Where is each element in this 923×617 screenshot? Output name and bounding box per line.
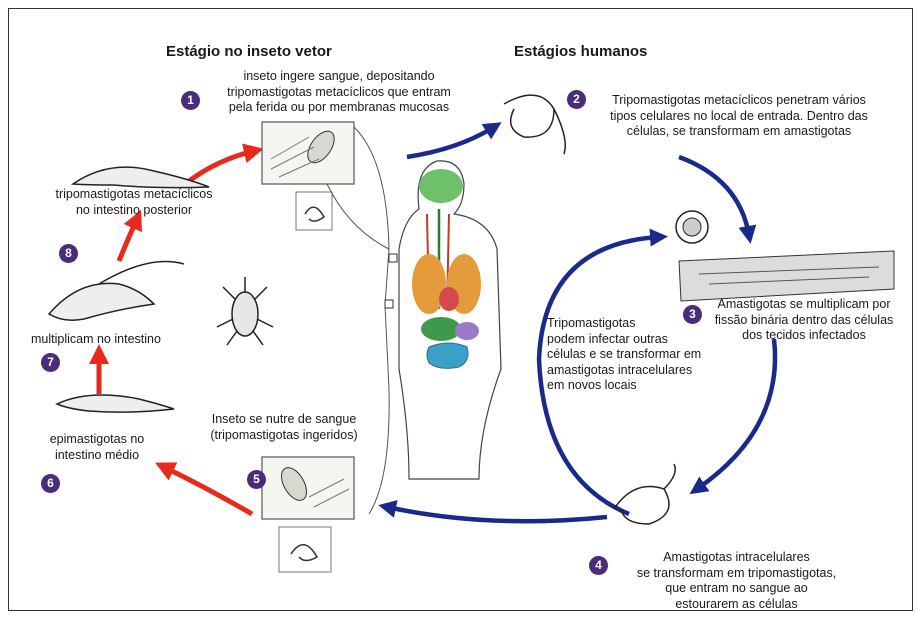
diagram-frame: Estágio no inseto vetor Estágios humanos… [8, 8, 913, 611]
step-1-text: inseto ingere sangue, depositando tripom… [204, 69, 474, 116]
bug-feeding-inset-bottom [262, 457, 354, 572]
arrow-8-to-1 [189, 151, 254, 181]
step-4-text: Amastigotas intracelulares se transforma… [609, 550, 864, 611]
triatomine-bug [217, 277, 273, 345]
arrow-1-to-2 [407, 127, 494, 157]
human-body-figure [385, 161, 501, 479]
human-stage-title: Estágios humanos [514, 43, 647, 60]
parasite-step-4 [614, 464, 675, 524]
vector-stage-title: Estágio no inseto vetor [166, 43, 332, 60]
step-badge-7: 7 [41, 353, 60, 372]
infected-cell-step-3 [676, 211, 894, 301]
arrow-5-to-6 [164, 467, 252, 514]
arrow-7-to-8 [119, 219, 137, 261]
step-6-text: epimastigotas no intestino médio [27, 432, 167, 463]
connector-lines [327, 127, 389, 514]
step-badge-5: 5 [247, 470, 266, 489]
arrow-4-to-5 [387, 507, 607, 521]
bug-feeding-inset-top [262, 122, 354, 230]
parasite-trypomastigote-hindgut [73, 167, 209, 188]
step-5-text: Inseto se nutre de sangue (tripomastigot… [184, 412, 384, 443]
reinfection-note: Tripomastigotas podem infectar outras cé… [547, 316, 737, 394]
step-badge-8: 8 [59, 244, 78, 263]
parasite-step-2 [504, 95, 565, 154]
parasite-epimastigote-midgut [57, 395, 174, 412]
step-badge-4: 4 [589, 556, 608, 575]
step-2-text: Tripomastigotas metacíclicos penetram vá… [584, 93, 894, 140]
step-badge-6: 6 [41, 474, 60, 493]
step-8-text: tripomastigotas metacíclicos no intestin… [34, 187, 234, 218]
step-7-text: multiplicam no intestino [31, 332, 211, 348]
step-badge-1: 1 [181, 91, 200, 110]
parasite-multiplying [49, 262, 184, 321]
